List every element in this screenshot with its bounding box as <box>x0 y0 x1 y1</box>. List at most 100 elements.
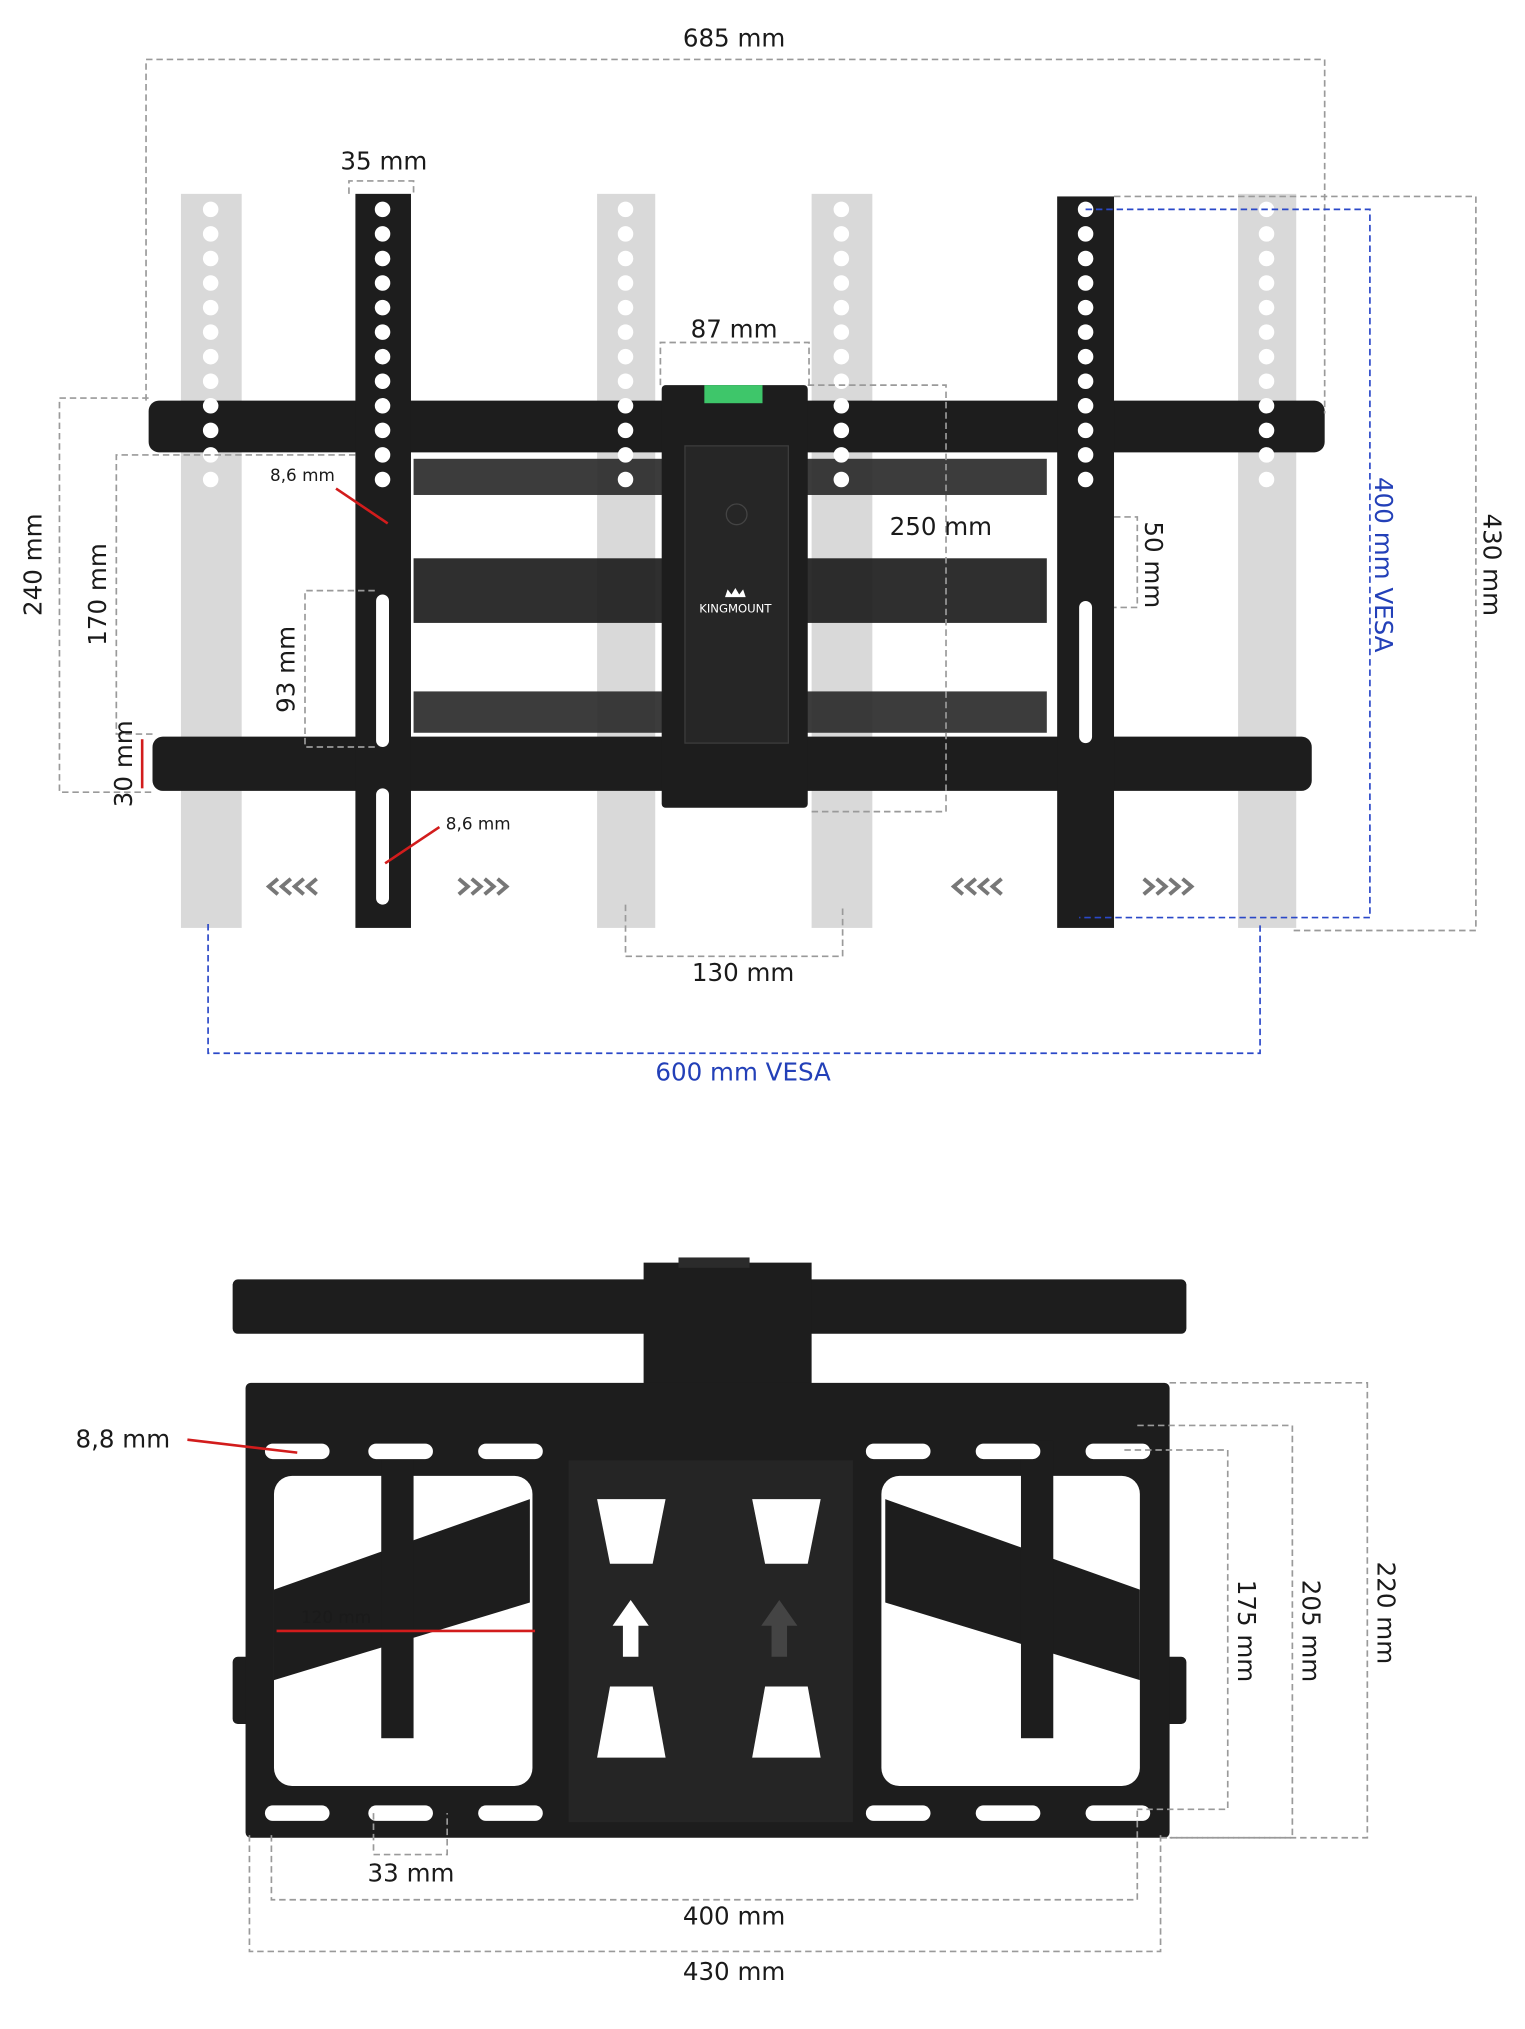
dim-vesa-width: 600 mm VESA <box>655 1057 831 1086</box>
dim-rail-span: 240 mm <box>18 514 47 616</box>
dim-outer-width: 430 mm <box>683 1957 785 1986</box>
bracket-hole <box>1258 422 1275 439</box>
bracket-hole <box>1077 226 1094 242</box>
bracket-hole <box>617 299 634 316</box>
bracket-hole <box>833 348 850 365</box>
bracket-hole <box>1258 250 1275 267</box>
dim-slot-width: 33 mm <box>368 1859 455 1888</box>
bracket-hole <box>1258 226 1275 242</box>
bracket-hole <box>617 275 634 291</box>
bracket-hole <box>1258 324 1275 340</box>
dim-hole-size: 8,8 mm <box>75 1424 170 1453</box>
bracket-holes <box>202 201 1275 488</box>
bracket-hole <box>1258 275 1275 291</box>
bracket-hole <box>617 226 634 242</box>
bracket-hole <box>1077 398 1094 414</box>
bracket-hole <box>1077 422 1094 439</box>
dim-overall-height: 430 mm <box>1478 514 1507 616</box>
plate-slot <box>478 1805 543 1821</box>
bracket-hole <box>617 324 634 340</box>
arrow-up-icon <box>761 1599 798 1657</box>
plate-slot <box>975 1443 1041 1460</box>
plate-slot <box>865 1443 931 1460</box>
dim-hole-lower: 8,6 mm <box>446 814 511 834</box>
bracket-hole <box>202 275 219 291</box>
bracket-hole <box>202 348 219 365</box>
bracket-hole <box>1258 348 1275 365</box>
dim-inner-width: 400 mm <box>683 1901 785 1930</box>
dim-overall-width: 685 mm <box>683 24 785 53</box>
plate-slot <box>478 1443 543 1460</box>
bracket-hole <box>1077 447 1094 463</box>
bracket-hole <box>833 422 850 439</box>
bracket-hole <box>1258 398 1275 414</box>
dim-slot-pitch: 50 mm <box>1139 521 1168 608</box>
bracket-hole <box>1258 447 1275 463</box>
plate-slot <box>368 1443 433 1460</box>
plate-slot <box>1085 1443 1151 1460</box>
bracket-hole <box>374 398 391 414</box>
chevron-right-icon <box>1142 877 1195 896</box>
dim-arm-depth: 120 mm <box>301 1607 371 1627</box>
bracket-hole <box>202 250 219 267</box>
bracket-hole <box>833 373 850 389</box>
top-view: KINGMOUNT 685 mm <box>18 24 1506 1087</box>
dim-min-spacing: 130 mm <box>692 958 794 987</box>
arrow-up-icon <box>612 1599 649 1657</box>
bracket-hole <box>833 250 850 267</box>
bracket-hole <box>1077 324 1094 340</box>
bracket-hole <box>1077 299 1094 316</box>
bracket-hole <box>374 348 391 365</box>
chevron-left-icon <box>265 877 318 896</box>
bracket-hole <box>202 324 219 340</box>
bracket-hole <box>1258 299 1275 316</box>
bracket-hole <box>833 201 850 218</box>
bracket-hole <box>374 250 391 267</box>
bracket-hole <box>617 447 634 463</box>
dim-slot-length: 93 mm <box>272 626 301 713</box>
bracket-hole <box>202 471 219 488</box>
dimension-lines-bottom <box>187 1381 1369 1953</box>
bracket-hole <box>374 299 391 316</box>
dim-bracket-width: 35 mm <box>340 146 427 175</box>
bracket-hole <box>202 422 219 439</box>
tv-plate <box>245 1382 1170 1838</box>
bracket-hole <box>374 201 391 218</box>
plate-slot <box>1085 1805 1151 1821</box>
bracket-hole <box>374 373 391 389</box>
bracket-hole <box>202 299 219 316</box>
bracket-hole <box>833 471 850 488</box>
bracket-hole <box>833 226 850 242</box>
bracket-hole <box>1077 201 1094 218</box>
bracket-hole <box>202 226 219 242</box>
bracket-hole <box>617 348 634 365</box>
bracket-hole <box>833 324 850 340</box>
bracket-hole <box>374 275 391 291</box>
left-bracket <box>355 193 411 928</box>
bubble-level-icon <box>704 385 763 404</box>
bracket-hole <box>617 250 634 267</box>
bracket-hole <box>833 447 850 463</box>
dim-outer-height: 220 mm <box>1372 1562 1401 1664</box>
bracket-hole <box>1258 373 1275 389</box>
bracket-hole <box>617 422 634 439</box>
bracket-hole <box>374 447 391 463</box>
bracket-hole <box>617 398 634 414</box>
bracket-hole <box>202 398 219 414</box>
dim-vesa-height: 400 mm VESA <box>1369 477 1398 653</box>
bracket-hole <box>1077 471 1094 488</box>
bracket-hole <box>617 471 634 488</box>
brand-logo: KINGMOUNT <box>699 602 772 616</box>
bracket-hole <box>374 422 391 439</box>
dimension-lines <box>58 58 1477 1055</box>
wall-bracket <box>643 1262 812 1386</box>
bracket-hole <box>374 471 391 488</box>
chevron-left-icon <box>950 877 1003 896</box>
chevron-right-icon <box>457 877 510 896</box>
dim-rail-thickness: 30 mm <box>109 720 138 807</box>
right-bracket <box>1057 196 1115 928</box>
dim-plate-width: 87 mm <box>691 314 778 343</box>
bracket-hole <box>833 299 850 316</box>
bracket-hole <box>202 373 219 389</box>
